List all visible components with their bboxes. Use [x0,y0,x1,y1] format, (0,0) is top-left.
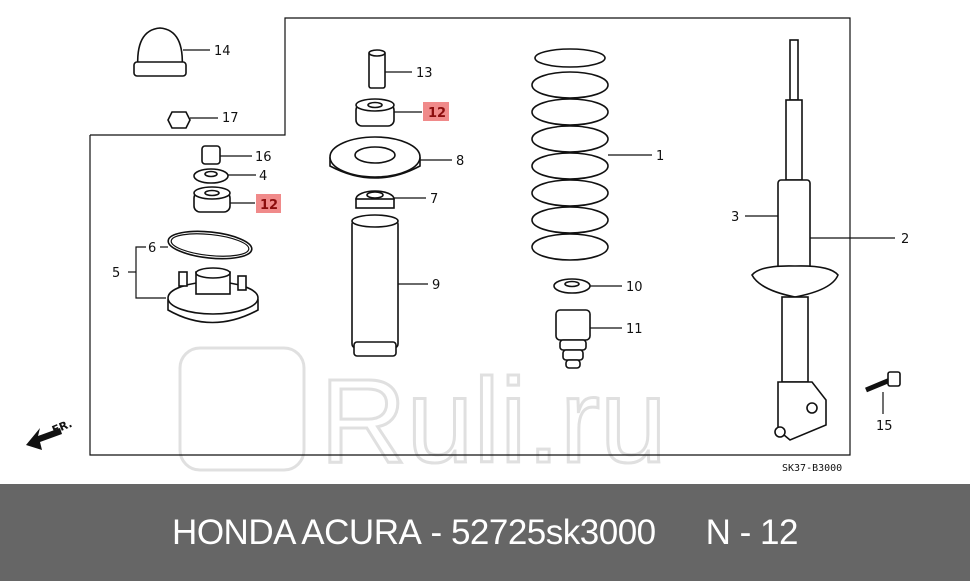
callout-10: 10 [626,280,643,295]
banner-separator: - [421,512,451,552]
part-14-dust-cap: 14 [133,27,231,77]
callout-7: 7 [430,192,438,207]
callout-17: 17 [222,111,239,126]
part-7-bearing: 7 [355,190,438,209]
part-4-washer: 4 [193,168,267,184]
front-label: FR. [50,417,74,437]
watermark-text: Ruli.ru [320,354,667,484]
part-11-bump-stop: 11 [555,309,643,369]
callout-12-center[interactable]: 12 [428,106,446,121]
part-9-dust-boot: 9 [351,214,440,357]
part-12-bushing-center: 12 [355,98,449,127]
parts-diagram: Ruli.ru 14 17 16 4 12 6 [26,17,909,484]
part-banner: HONDA ACURA - 52725sk3000 N - 12 [0,484,970,581]
callout-highlight [423,102,449,121]
callout-5: 5 [112,266,120,281]
banner-position: N - 12 [705,512,799,552]
callout-1: 1 [656,149,664,164]
callout-14: 14 [214,44,231,59]
watermark-logo: Ruli.ru [178,346,668,484]
callout-12-left[interactable]: 12 [260,198,278,213]
assembly-frame [89,17,851,456]
banner-part-number: 52725sk3000 [450,512,656,552]
callout-6: 6 [148,241,156,256]
part-6-o-ring: 6 [148,230,253,260]
part-10-washer: 10 [553,278,643,295]
part-16-nut: 16 [201,145,272,165]
part-17-nut: 17 [167,111,239,129]
callout-3: 3 [731,210,739,225]
part-13-collar: 13 [368,49,433,89]
drawing-code: SK37-B3000 [782,463,842,474]
part-15-bolt: 15 [865,371,901,434]
banner-brand: HONDA ACURA [172,512,422,552]
part-1-coil-spring: 1 [531,48,664,261]
part-2-shock-absorber: 2 3 [731,39,909,441]
callout-9: 9 [432,278,440,293]
part-12-bushing-left: 12 [193,186,281,213]
callout-highlight [256,194,281,213]
callout-8: 8 [456,154,464,169]
part-5-upper-mount: 5 [112,246,259,324]
callout-15: 15 [876,419,893,434]
callout-16: 16 [255,150,272,165]
front-direction-arrow: FR. [26,417,74,450]
callout-13: 13 [416,66,433,81]
callout-4: 4 [259,169,267,184]
part-8-spring-seat: 8 [329,136,464,179]
callout-2: 2 [901,232,909,247]
callout-11: 11 [626,322,643,337]
